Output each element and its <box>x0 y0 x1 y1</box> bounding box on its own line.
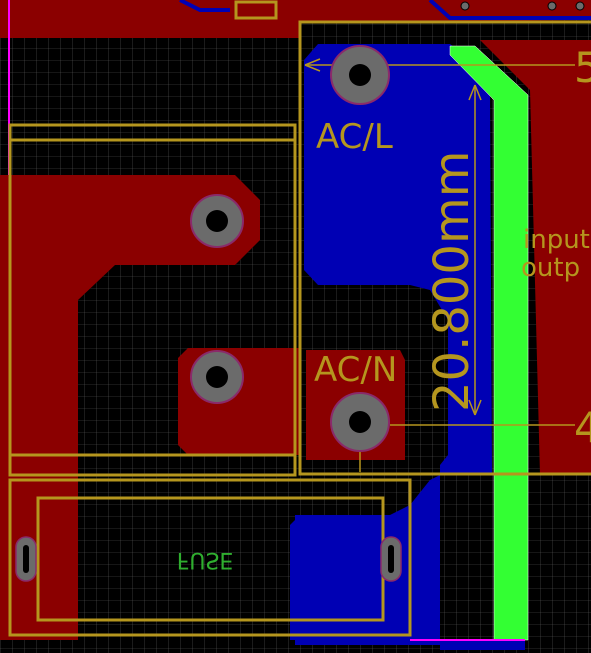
fuse-label: FUSE <box>177 547 234 572</box>
header-silk-box <box>234 0 278 20</box>
bottom-copper-pour-lower[interactable] <box>295 515 440 645</box>
top-copper-pour-left[interactable] <box>0 175 260 640</box>
top-copper-pour-right[interactable] <box>480 40 591 475</box>
through-hole-pad-icon[interactable] <box>330 392 390 452</box>
dimension-value-label: 20.800mm <box>424 151 480 412</box>
via-icon[interactable] <box>575 1 585 11</box>
label-ac-l: AC/L <box>316 117 393 157</box>
terminal-block-outline <box>298 20 591 476</box>
label-ac-n: AC/N <box>314 350 397 390</box>
header-trace-1[interactable] <box>179 0 230 12</box>
through-hole-pad-icon[interactable] <box>330 45 390 105</box>
component-outline-large <box>8 123 297 477</box>
label-output: outp <box>521 253 580 283</box>
via-icon[interactable] <box>460 1 470 11</box>
through-hole-pad-icon[interactable] <box>190 350 244 404</box>
dimension-tag-top: 5 <box>574 43 591 92</box>
fuse-holder-outline <box>8 478 412 637</box>
oval-slot-pad-icon[interactable] <box>15 536 37 582</box>
dimension-arrow-up-icon <box>468 84 482 101</box>
via-icon[interactable] <box>547 1 557 11</box>
dimension-tag-bottom: 4 <box>574 403 591 452</box>
dimension-arrow-icon <box>304 58 321 72</box>
header-trace-2[interactable] <box>428 0 591 20</box>
bottom-copper-pour[interactable] <box>290 44 525 650</box>
through-hole-pad-icon[interactable] <box>190 194 244 248</box>
oval-slot-pad-icon[interactable] <box>380 536 402 582</box>
label-input: input <box>523 225 590 255</box>
dimension-arrow-down-icon <box>468 399 482 416</box>
